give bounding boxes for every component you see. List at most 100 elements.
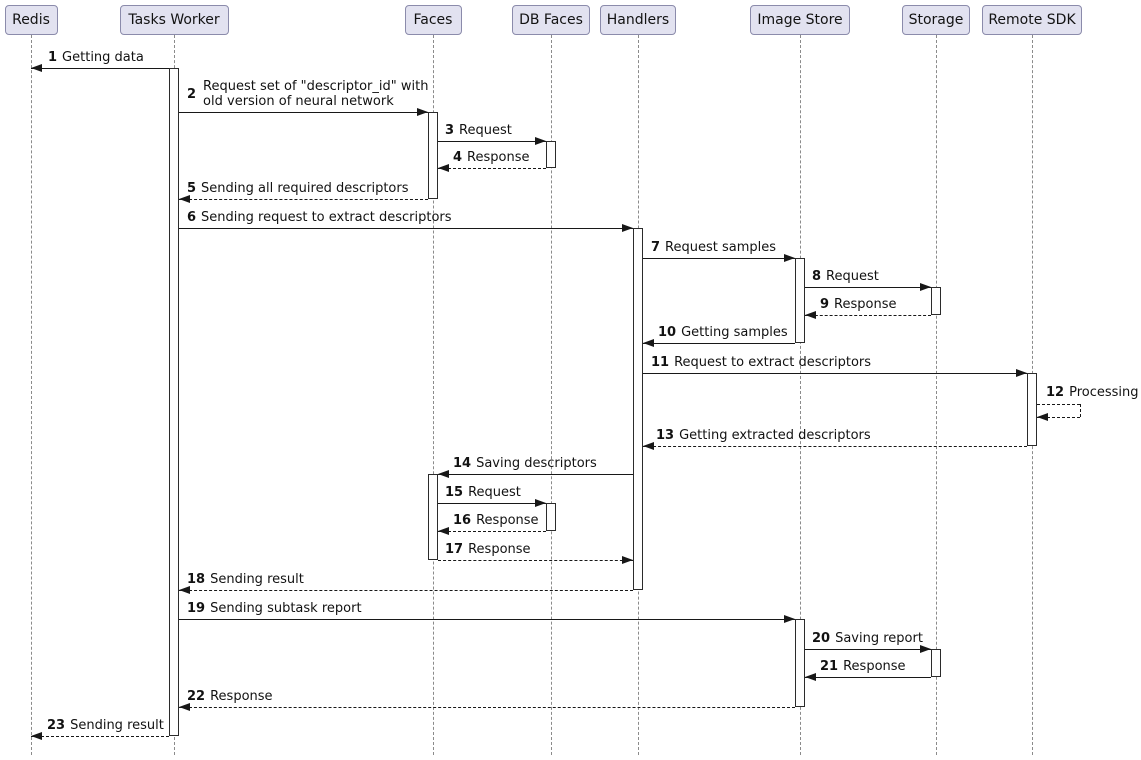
message-text: Response [834,297,897,312]
message-text-line-1: Request set of "descriptor_id" with [203,79,429,94]
message-label-5: 5 Sending all required descriptors [187,181,409,196]
message-label-20: 20 Saving report [812,631,923,646]
message-number: 6 [187,210,197,225]
message-arrowhead-2 [417,108,428,116]
lifeline-faces [433,35,434,755]
message-arrow-22 [179,707,795,708]
activation-bar-image-store [795,619,805,707]
message-arrowhead-20 [920,645,931,653]
message-number: 4 [453,150,463,165]
message-arrowhead-21 [805,673,816,681]
activation-bar-storage [931,287,941,315]
activation-bar-storage [931,649,941,677]
activation-bar-faces [428,112,438,199]
message-label-14: 14 Saving descriptors [453,456,597,471]
message-arrow-4 [438,168,546,169]
lifeline-image-store [800,35,801,755]
message-text: Saving descriptors [476,456,597,471]
message-arrow-3 [438,141,546,142]
message-arrowhead-15 [535,499,546,507]
message-number: 22 [187,689,206,704]
message-number: 11 [651,355,670,370]
message-number: 10 [658,325,677,340]
message-number: 1 [48,50,58,65]
message-text: Sending result [70,718,164,733]
message-number: 18 [187,572,206,587]
message-number: 17 [445,542,464,557]
message-text: Request [468,485,521,500]
participant-storage: Storage [902,5,970,35]
message-text: Sending request to extract descriptors [201,210,452,225]
message-arrowhead-14 [438,470,449,478]
message-arrowhead-23 [31,732,42,740]
message-number: 21 [820,659,839,674]
message-label-23: 23 Sending result [47,718,164,733]
message-number: 5 [187,181,197,196]
message-text: Saving report [835,631,923,646]
message-arrowhead-10 [643,339,654,347]
message-arrow-6 [179,228,633,229]
message-label-11: 11 Request to extract descriptors [651,355,871,370]
message-label-1: 1 Getting data [48,50,144,65]
message-text: Request [826,269,879,284]
activation-bar-handlers [633,228,643,590]
message-text: Request to extract descriptors [674,355,872,370]
message-arrow-5 [179,199,428,200]
participant-remote-sdk: Remote SDK [982,5,1082,35]
message-label-8: 8 Request [812,269,879,284]
message-arrow-1 [31,68,169,69]
self-message-bottom-12 [1037,417,1080,418]
activation-bar-db-faces [546,503,556,531]
message-text: Response [476,513,539,528]
activation-bar-faces [428,474,438,560]
self-message-side-12 [1080,404,1081,417]
message-arrowhead-1 [31,64,42,72]
message-arrow-21 [805,677,931,678]
message-arrowhead-8 [920,283,931,291]
message-label-15: 15 Request [445,485,521,500]
message-number: 7 [651,240,661,255]
self-message-top-12 [1037,404,1080,405]
message-number: 12 [1046,385,1065,400]
message-number: 2 [187,86,197,102]
message-text: Getting data [62,50,144,65]
message-arrowhead-22 [179,703,190,711]
message-arrowhead-13 [643,442,654,450]
message-arrowhead-11 [1016,369,1027,377]
message-label-4: 4 Response [453,150,529,165]
message-number: 23 [47,718,66,733]
message-number: 20 [812,631,831,646]
message-number: 14 [453,456,472,471]
message-arrow-10 [643,343,795,344]
message-arrow-16 [438,531,546,532]
message-text: Getting extracted descriptors [679,428,871,443]
message-text: Response [843,659,906,674]
message-arrowhead-16 [438,527,449,535]
participant-redis: Redis [4,5,58,35]
activation-bar-tasks-worker [169,68,179,736]
message-text: Sending all required descriptors [201,181,409,196]
message-arrowhead-18 [179,586,190,594]
message-arrowhead-6 [622,224,633,232]
lifeline-db-faces [551,35,552,755]
message-label-6: 6 Sending request to extract descriptors [187,210,452,225]
message-text: Response [467,150,530,165]
message-label-9: 9 Response [820,297,896,312]
message-number: 9 [820,297,830,312]
participant-image-store: Image Store [750,5,850,35]
message-text: Sending subtask report [210,601,362,616]
message-arrow-23 [31,736,169,737]
message-arrowhead-5 [179,195,190,203]
message-number: 15 [445,485,464,500]
message-arrow-9 [805,315,931,316]
message-text-line-2: old version of neural network [203,94,394,109]
message-arrow-19 [179,619,795,620]
message-number: 8 [812,269,822,284]
